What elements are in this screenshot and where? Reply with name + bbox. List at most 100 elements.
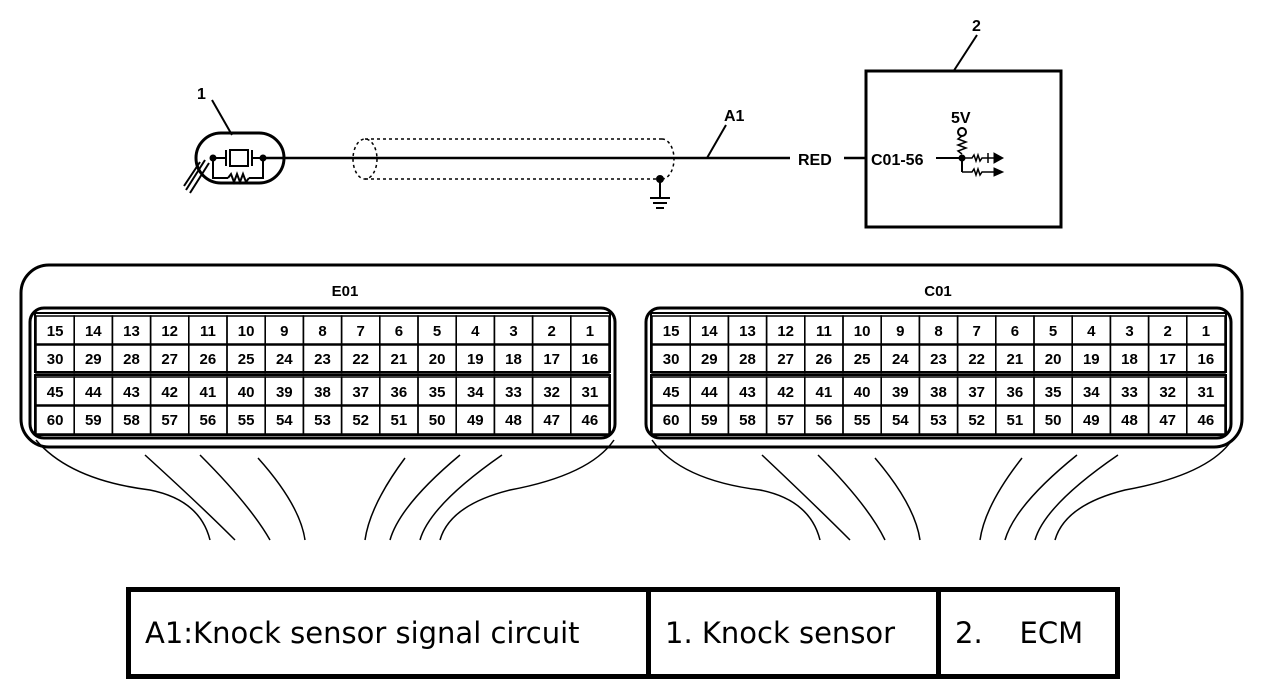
pin-number: 22: [968, 351, 985, 368]
pin-cell: [570, 404, 610, 435]
pin-block-upper: [34, 312, 611, 373]
pin-number: 26: [816, 351, 833, 368]
ground-symbol: [650, 175, 670, 209]
pin-number: 51: [1007, 412, 1024, 429]
pin-number: 39: [892, 384, 909, 401]
pin-number: 53: [930, 412, 947, 429]
pin-number: 11: [816, 323, 832, 340]
pin-number: 3: [1125, 323, 1133, 340]
pin-number: 25: [238, 351, 255, 368]
pin-number: 39: [276, 384, 293, 401]
pin-number: 45: [47, 384, 64, 401]
ecm-number-label: 2: [972, 18, 981, 35]
pin-number: 2: [548, 323, 556, 340]
pin-number: 17: [1159, 351, 1176, 368]
pin-number: 7: [357, 323, 365, 340]
pin-number: 11: [200, 323, 216, 340]
pin-number: 43: [123, 384, 140, 401]
pin-number: 51: [391, 412, 408, 429]
pin-number: 60: [47, 412, 64, 429]
pin-number: 18: [1121, 351, 1138, 368]
pin-number: 30: [47, 351, 64, 368]
circuit-label: A1: [724, 108, 745, 125]
pin-number: 60: [663, 412, 680, 429]
connector-frame: [28, 306, 617, 440]
pin-number: 9: [896, 323, 904, 340]
pin-number: 35: [429, 384, 446, 401]
pin-number: 12: [161, 323, 178, 340]
pin-number: 21: [391, 351, 408, 368]
pin-number: 58: [123, 412, 140, 429]
pin-cell: [570, 315, 610, 346]
pin-number: 8: [934, 323, 942, 340]
pin-block-lower: [34, 374, 611, 436]
pin-number: 9: [280, 323, 288, 340]
pin-number: 46: [1198, 412, 1215, 429]
pin-number: 35: [1045, 384, 1062, 401]
pin-number: 3: [509, 323, 517, 340]
pin-number: 56: [200, 412, 217, 429]
legend-ecm: 2. ECM: [936, 592, 1115, 674]
pin-number: 46: [582, 412, 599, 429]
pin-number: 23: [930, 351, 947, 368]
pin-number: 55: [238, 412, 255, 429]
pin-number: 49: [1083, 412, 1100, 429]
pin-cell: [1186, 315, 1226, 346]
pin-number: 37: [968, 384, 985, 401]
ecm-box: [864, 34, 1063, 229]
pin-number: 1: [586, 323, 594, 340]
pin-number: 49: [467, 412, 484, 429]
pin-number: 25: [854, 351, 871, 368]
pin-number: 52: [352, 412, 369, 429]
pin-number: 10: [854, 323, 871, 340]
wire-shield: [352, 138, 675, 180]
pin-number: 13: [123, 323, 140, 340]
pin-number: 37: [352, 384, 369, 401]
pin-number: 36: [1007, 384, 1024, 401]
pin-number: 24: [276, 351, 293, 368]
pin-number: 16: [1198, 351, 1215, 368]
pin-number: 19: [467, 351, 484, 368]
pin-number: 22: [352, 351, 369, 368]
pin-number: 44: [85, 384, 102, 401]
pin-number: 54: [276, 412, 293, 429]
sensor-number-label: 1: [197, 86, 206, 103]
voltage-label: 5V: [951, 110, 971, 127]
connector-frame: [644, 306, 1233, 440]
pin-number: 56: [816, 412, 833, 429]
pin-cell: [1186, 404, 1226, 435]
pin-number: 34: [467, 384, 484, 401]
pin-number: 13: [739, 323, 756, 340]
pin-number: 43: [739, 384, 756, 401]
connector-name-e01: E01: [332, 283, 359, 300]
signal-wire: [263, 124, 866, 160]
pin-number: 14: [85, 323, 102, 340]
pin-number: 4: [1087, 323, 1096, 340]
pin-number: 42: [161, 384, 178, 401]
pin-number: 20: [1045, 351, 1062, 368]
pin-number: 29: [85, 351, 102, 368]
pin-block-upper: [650, 312, 1227, 373]
pin-cell: [570, 343, 610, 374]
pin-number: 15: [47, 323, 64, 340]
pin-number: 40: [238, 384, 255, 401]
pin-number: 33: [1121, 384, 1138, 401]
pin-number: 23: [314, 351, 331, 368]
pin-number: 36: [391, 384, 408, 401]
pin-block-lower: [650, 374, 1227, 436]
connector-name-c01: C01: [924, 283, 952, 300]
pin-cell: [1186, 343, 1226, 374]
pin-number: 28: [123, 351, 140, 368]
wire-harness: [35, 439, 1233, 541]
pin-number: 57: [161, 412, 178, 429]
pin-number: 41: [816, 384, 833, 401]
pin-number: 7: [973, 323, 981, 340]
pin-number: 21: [1007, 351, 1024, 368]
pin-number: 44: [701, 384, 718, 401]
pin-number: 1: [1202, 323, 1210, 340]
pin-number: 45: [663, 384, 680, 401]
pin-number: 47: [543, 412, 560, 429]
